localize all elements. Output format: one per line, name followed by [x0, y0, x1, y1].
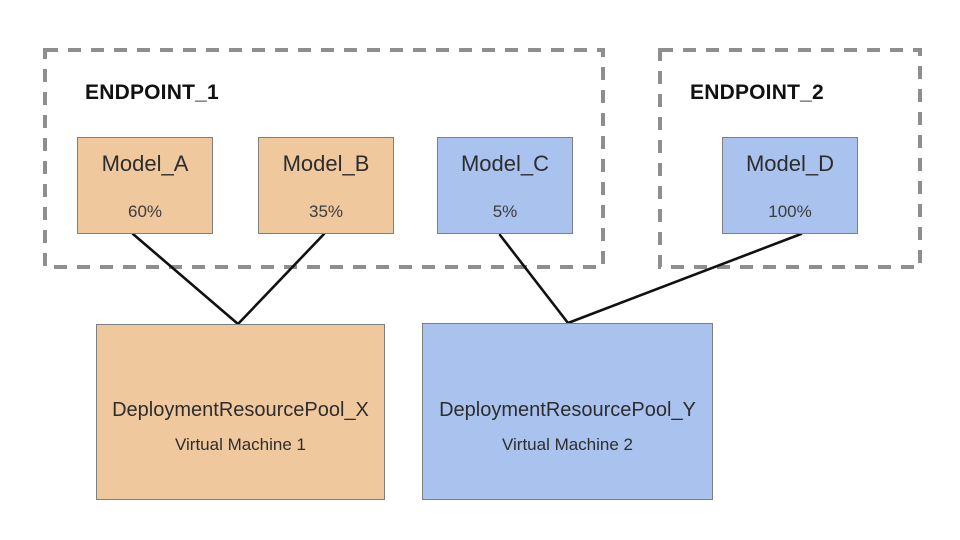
pool-x-machine: Virtual Machine 1 [174, 435, 307, 454]
connector-model-b-to-pool-x [236, 232, 326, 326]
deployment-resource-pool-y-box: DeploymentResourcePool_Y Virtual Machine… [422, 323, 713, 500]
model-b-box: Model_B 35% [258, 137, 394, 234]
connector-model-d-to-pool-y [566, 232, 803, 325]
deployment-resource-pool-x-box: DeploymentResourcePool_X Virtual Machine… [96, 324, 385, 500]
model-a-name: Model_A [101, 151, 189, 176]
model-c-name: Model_C [460, 151, 550, 176]
pool-y-machine: Virtual Machine 2 [501, 434, 634, 454]
model-b-name: Model_B [282, 151, 370, 176]
endpoint-1-label: ENDPOINT_1 [85, 81, 219, 104]
connector-model-a-to-pool-x [131, 232, 240, 326]
pool-y-name: DeploymentResourcePool_Y [439, 398, 696, 421]
model-a-box: Model_A 60% [77, 137, 213, 234]
model-d-box: Model_D 100% [722, 137, 858, 234]
endpoint-2-label: ENDPOINT_2 [690, 81, 824, 104]
model-b-traffic-split: 35% [308, 202, 344, 221]
pool-x-name: DeploymentResourcePool_X [112, 399, 369, 421]
model-c-box: Model_C 5% [437, 137, 573, 234]
model-c-traffic-split: 5% [492, 202, 518, 221]
connector-model-c-to-pool-y [498, 233, 570, 325]
model-a-traffic-split: 60% [127, 202, 163, 221]
model-d-traffic-split: 100% [768, 202, 812, 221]
model-d-name: Model_D [745, 151, 835, 176]
